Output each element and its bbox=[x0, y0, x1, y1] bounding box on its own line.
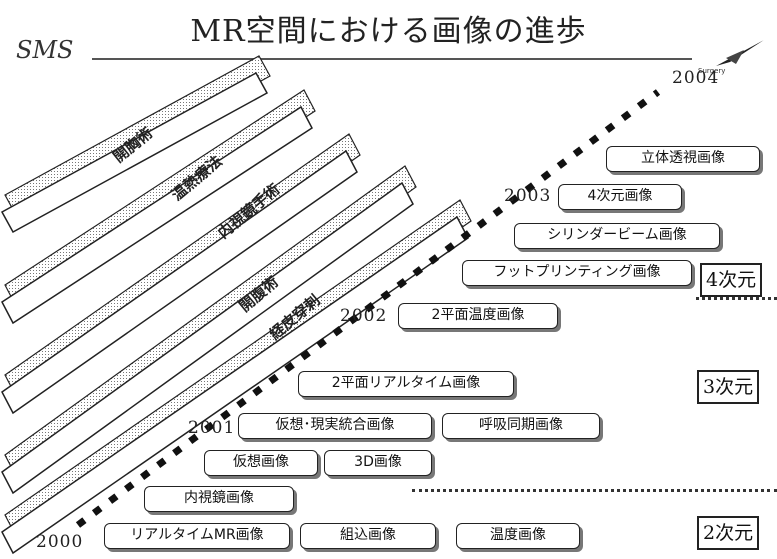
dimension-label-4d: 4次元 bbox=[700, 263, 763, 297]
timeline-dashed-line bbox=[75, 89, 661, 528]
image-box: 温度画像 bbox=[456, 523, 580, 549]
bar-hyperthermia: 温熱療法 bbox=[1, 89, 316, 325]
dimension-separator bbox=[696, 297, 777, 300]
image-box: リアルタイムMR画像 bbox=[104, 523, 290, 549]
year-label: 2000 bbox=[36, 532, 84, 552]
bar-endoscopic-surgery: 内視鏡手術 bbox=[1, 133, 361, 415]
left-logo: SMS bbox=[16, 36, 74, 64]
image-box: 2平面リアルタイム画像 bbox=[298, 371, 514, 397]
header-divider bbox=[92, 58, 692, 60]
image-box: 仮想画像 bbox=[204, 450, 318, 476]
bar-laparotomy: 開腹術 bbox=[1, 165, 417, 495]
image-box: 呼吸同期画像 bbox=[442, 413, 600, 439]
image-box: 立体透視画像 bbox=[606, 146, 760, 172]
image-box: 2平面温度画像 bbox=[398, 303, 558, 329]
image-box: 内視鏡画像 bbox=[144, 486, 294, 512]
dimension-separator bbox=[412, 489, 777, 492]
right-logo: Surgery bbox=[698, 40, 764, 75]
year-label: 2001 bbox=[188, 418, 236, 438]
image-box: 組込画像 bbox=[300, 523, 436, 549]
image-box: フットプリンティング画像 bbox=[462, 260, 692, 286]
dimension-label-2d: 2次元 bbox=[697, 516, 760, 550]
image-box: 4次元画像 bbox=[558, 184, 682, 210]
bar-open-chest: 開胸術 bbox=[0, 55, 271, 234]
dimension-label-3d: 3次元 bbox=[697, 370, 760, 404]
svg-text:Surgery: Surgery bbox=[698, 67, 725, 75]
image-box: 3D画像 bbox=[324, 450, 432, 476]
image-box: シリンダービーム画像 bbox=[514, 223, 720, 249]
year-label: 2003 bbox=[504, 186, 552, 206]
year-label: 2002 bbox=[340, 306, 388, 326]
year-label: 2004 bbox=[672, 68, 720, 88]
image-box: 仮想･現実統合画像 bbox=[238, 413, 432, 439]
page-title: MR空間における画像の進歩 bbox=[190, 14, 587, 49]
